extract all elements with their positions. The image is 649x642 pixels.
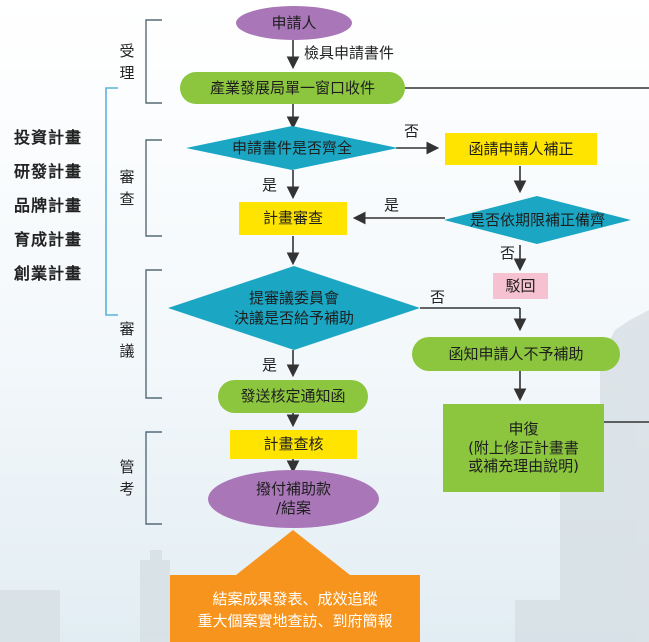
edge-no-1: 否 [404,122,420,140]
stage-deliberate: 審議 [119,320,135,360]
stage-review: 審查 [119,168,135,208]
plan-review-node: 計畫審查 [239,202,347,235]
window-node: 產業發展局單一窗口收件 [180,72,405,104]
category-item: 創業計畫 [14,264,83,283]
category-item: 育成計畫 [14,230,83,249]
submit-label: 檢具申請書件 [304,44,395,62]
category-item: 研發計畫 [14,162,83,181]
notify-no-node: 函知申請人不予補助 [412,337,620,371]
notify-ok-node: 發送核定通知函 [218,380,368,413]
fixed-check-diamond: 是否依期限補正備齊 [444,196,631,244]
edge-yes-2: 是 [384,196,400,214]
request-fix-node: 函請申請人補正 [445,133,597,165]
edge-yes-1: 是 [262,176,278,194]
result-arrow-shape [170,530,420,642]
plan-audit-node: 計畫查核 [230,430,357,459]
payment-node: 撥付補助款 /結案 [208,470,379,528]
result-text: 結案成果發表、成效追蹤 重大個案實地查訪、到府簡報 [197,589,393,631]
reject-node: 駁回 [493,273,548,299]
category-item: 品牌計畫 [14,196,83,215]
complete-check-diamond: 申請書件是否齊全 [186,126,398,170]
edge-no-3: 否 [430,288,446,306]
appeal-node: 申復 (附上修正計畫書 或補充理由說明) [443,404,604,492]
stage-manage: 管考 [119,458,135,498]
stage-accept: 受理 [119,42,135,82]
category-item: 投資計畫 [14,128,83,147]
committee-diamond: 提審議委員會 決議是否給予補助 [168,266,420,350]
applicant-node: 申請人 [236,6,352,40]
edge-yes-3: 是 [262,356,278,374]
edge-no-2: 否 [500,244,516,262]
